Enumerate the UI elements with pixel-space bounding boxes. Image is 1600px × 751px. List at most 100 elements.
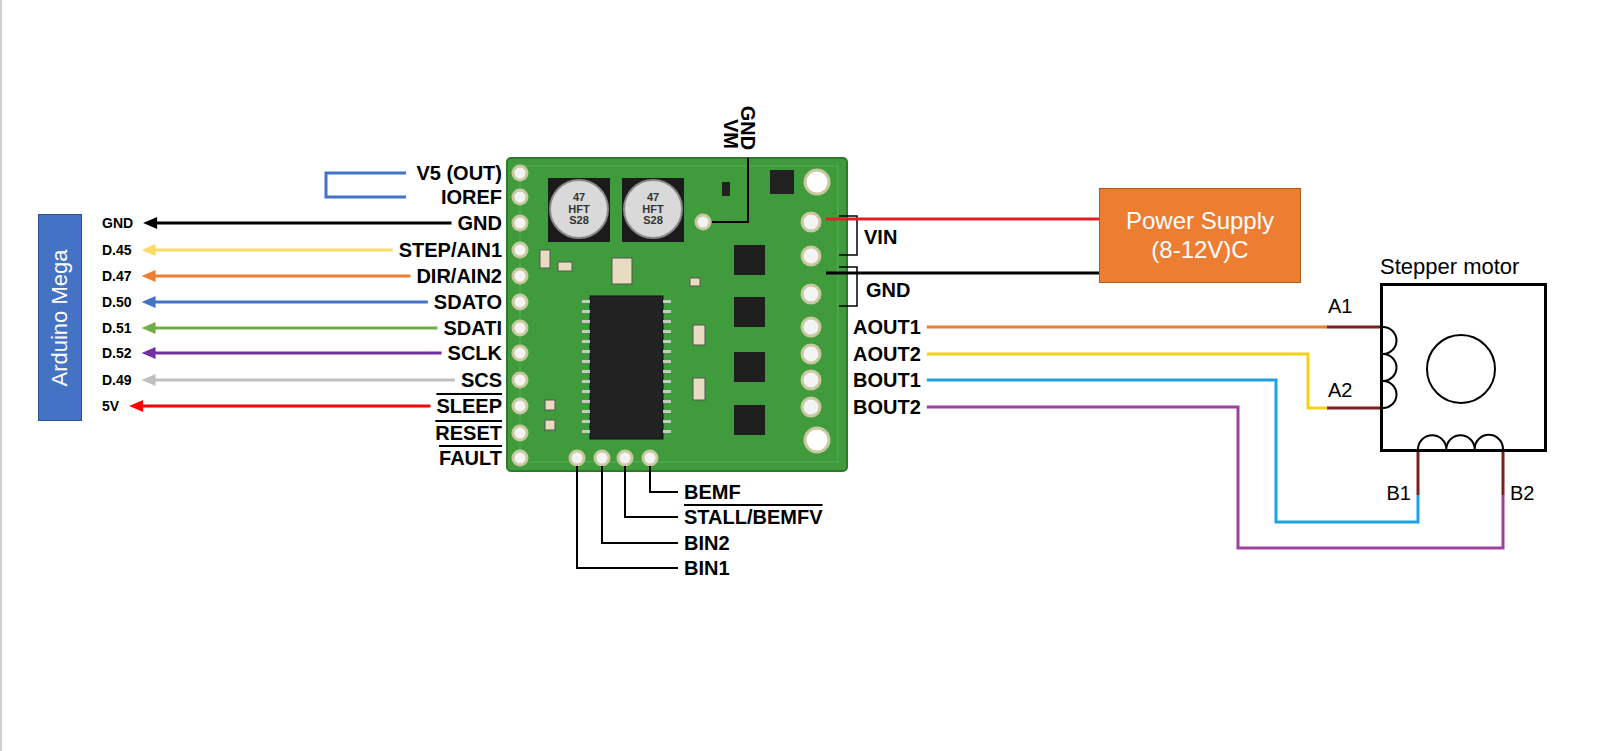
motor-symbol <box>1327 327 1503 495</box>
motor-symbol <box>1327 326 1383 329</box>
driver-board <box>582 430 590 433</box>
driver-board <box>513 190 527 204</box>
capacitor-marking: 47 HFT S28 <box>562 192 596 227</box>
driver-board <box>663 300 671 303</box>
driver-board <box>663 430 671 433</box>
driver-board <box>734 297 765 327</box>
wire-arrowhead <box>142 244 156 256</box>
driver-board <box>513 399 527 413</box>
pin-name: V5 (OUT) <box>416 163 502 183</box>
pin-name: VIN <box>864 227 897 247</box>
driver-board <box>690 278 700 286</box>
pin-name: GND <box>866 280 910 300</box>
driver-board <box>590 296 663 439</box>
pin-name: GND <box>458 213 502 233</box>
driver-board <box>513 243 527 257</box>
driver-board <box>663 400 671 403</box>
driver-board <box>513 269 527 283</box>
pin-name: AOUT2 <box>853 344 921 364</box>
driver-board <box>663 420 671 423</box>
wire-arrowhead <box>142 270 156 282</box>
driver-board <box>663 330 671 333</box>
driver-board <box>570 451 584 465</box>
driver-board <box>540 250 550 268</box>
driver-board <box>802 213 820 231</box>
driver-board <box>663 390 671 393</box>
pin-name: BEMF <box>684 482 741 502</box>
leader-line <box>712 158 748 222</box>
pin-name: D.47 <box>102 269 132 283</box>
signal-wire <box>152 352 442 355</box>
capacitor-marking: 47 HFT S28 <box>636 192 670 227</box>
driver-board <box>734 352 765 382</box>
driver-board <box>550 180 608 238</box>
driver-board <box>582 360 590 363</box>
motor-wire <box>927 380 1418 522</box>
driver-board <box>582 420 590 423</box>
pin-name: STALL/BEMFV <box>684 507 823 527</box>
pin-name: DIR/AIN2 <box>416 266 502 286</box>
driver-board <box>734 405 765 435</box>
driver-board <box>802 318 820 336</box>
signal-wire <box>153 222 451 225</box>
driver-board <box>663 310 671 313</box>
driver-board <box>582 300 671 433</box>
signal-wire <box>152 249 393 252</box>
driver-board <box>558 262 572 271</box>
stepper-motor-box: Stepper motor <box>1380 283 1547 452</box>
wire-arrowhead <box>142 347 156 359</box>
driver-board <box>663 360 671 363</box>
driver-board <box>513 346 527 360</box>
motor-symbol <box>1418 435 1503 449</box>
motor-symbol <box>1427 335 1495 403</box>
motor-wire <box>927 326 1327 329</box>
driver-board <box>582 370 590 373</box>
driver-board <box>582 400 590 403</box>
motor-symbol <box>1502 449 1505 495</box>
driver-board <box>507 158 847 471</box>
pin-name: FAULT <box>439 448 502 468</box>
wire-arrowhead <box>142 296 156 308</box>
driver-board <box>582 350 590 353</box>
controller-board: Arduino Mega <box>38 214 82 421</box>
driver-board <box>693 325 705 345</box>
pin-name: D.45 <box>102 243 132 257</box>
signal-wire <box>139 405 430 408</box>
wire-arrowhead <box>142 374 156 386</box>
driver-board <box>582 390 590 393</box>
pin-name: D.49 <box>102 373 132 387</box>
pin-name: IOREF <box>441 187 502 207</box>
driver-board <box>663 370 671 373</box>
wire-arrowhead <box>143 217 157 229</box>
jumper-wire <box>326 173 406 197</box>
pin-name: BIN1 <box>684 558 730 578</box>
pin-name: D.50 <box>102 295 132 309</box>
power-supply-box: Power Supply (8-12V)C <box>1099 188 1301 283</box>
driver-board <box>513 216 527 230</box>
power-wire <box>826 218 1099 221</box>
driver-board <box>805 428 829 452</box>
driver-board <box>582 340 590 343</box>
terminal-label: A1 <box>1328 296 1352 316</box>
pin-name: D.51 <box>102 321 132 335</box>
pin-name: SCS <box>461 370 502 390</box>
pin-name: GND <box>102 216 133 230</box>
motor-symbol <box>1417 449 1420 495</box>
driver-board <box>618 451 632 465</box>
terminal-label: B2 <box>1510 483 1534 503</box>
driver-board <box>582 300 590 303</box>
driver-board <box>595 451 609 465</box>
motor-symbol <box>1327 327 1503 495</box>
pin-name: STEP/AIN1 <box>399 240 502 260</box>
driver-board <box>520 166 838 462</box>
node-label: Arduino Mega <box>47 249 73 386</box>
node-label: Power Supply (8-12V)C <box>1108 207 1292 265</box>
terminal-label: B1 <box>1387 483 1411 503</box>
pin-name: SCLK <box>448 343 502 363</box>
pin-name: AOUT1 <box>853 317 921 337</box>
driver-board <box>513 426 527 440</box>
driver-board <box>770 170 794 194</box>
driver-board <box>663 340 671 343</box>
